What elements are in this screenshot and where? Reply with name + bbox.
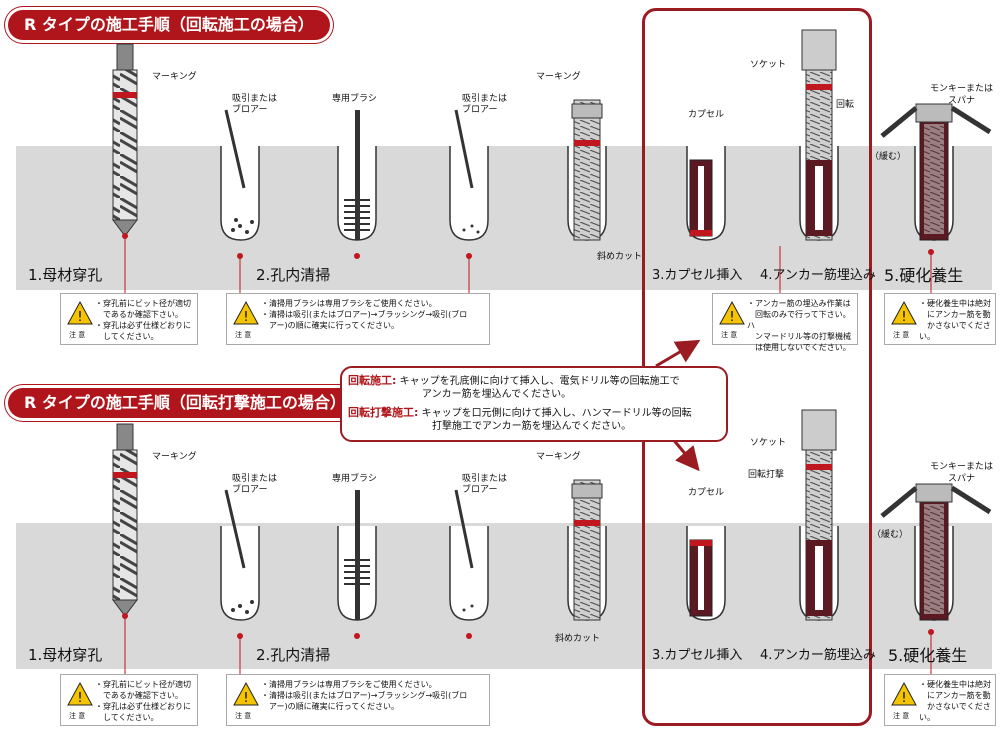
section-title-hammer: R タイプの施工手順（回転打撃施工の場合） — [8, 388, 362, 418]
label-spanner-b: スパナ — [948, 474, 976, 484]
warning-icon: ! — [891, 300, 917, 325]
label-blower-2: ブロアー — [462, 105, 498, 115]
label-suction-1: 吸引または — [232, 94, 278, 104]
step-5b: 5.硬化養生 — [888, 646, 968, 665]
step-4: 4.アンカー筋埋込み — [760, 268, 876, 283]
label-marking-2: マーキング — [536, 72, 581, 82]
svg-text:!: ! — [77, 691, 82, 706]
svg-text:!: ! — [243, 691, 248, 706]
svg-text:!: ! — [901, 691, 906, 706]
label-spanner: スパナ — [948, 96, 976, 106]
step-4b: 4.アンカー筋埋込み — [760, 648, 876, 663]
label-suction-2: 吸引または — [462, 94, 508, 104]
label-capsule: カプセル — [688, 110, 725, 120]
caution-note-3b: ! 注 意 ・硬化養生中は絶対 にアンカー筋を動 かさないでください。 — [884, 674, 996, 726]
warning-icon: ! — [891, 681, 917, 706]
warning-icon: ! — [233, 681, 259, 706]
warning-icon: ! — [719, 300, 745, 325]
drill-bit — [112, 43, 138, 237]
label-marking-1b: マーキング — [152, 452, 197, 462]
warning-icon: ! — [67, 300, 93, 325]
warning-icon: ! — [67, 681, 93, 706]
step-1b: 1.母材穿孔 — [28, 646, 103, 664]
step-5: 5.硬化養生 — [884, 266, 964, 285]
caution-note-2b: ! 注 意 ・清掃用ブラシは専用ブラシをご使用ください。・清掃は吸引(またはブロ… — [226, 674, 490, 726]
svg-text:!: ! — [901, 310, 906, 325]
label-socket: ソケット — [750, 60, 787, 70]
svg-text:!: ! — [729, 310, 734, 325]
row-hammer — [112, 409, 992, 676]
label-blower-2b: ブロアー — [462, 485, 498, 495]
label-blower-1b: ブロアー — [232, 485, 268, 495]
label-rotation: 回転 — [836, 100, 855, 110]
section-title-rotary: R タイプの施工手順（回転施工の場合） — [8, 10, 330, 40]
label-socket-b: ソケット — [750, 438, 787, 448]
caution-note-4: ! 注 意 ・硬化養生中は絶対 にアンカー筋を動 かさないでください。 — [884, 293, 996, 345]
label-brush-b: 専用ブラシ — [332, 474, 377, 484]
row-rotary — [112, 29, 992, 296]
step-2: 2.孔内清掃 — [256, 266, 331, 284]
label-bevel: 斜めカット — [597, 252, 643, 262]
step-2b: 2.孔内清掃 — [256, 646, 331, 664]
warning-icon: ! — [233, 300, 259, 325]
label-blower-1: ブロアー — [232, 105, 268, 115]
label-suction-1b: 吸引または — [232, 474, 278, 484]
step-3: 3.カプセル挿入 — [652, 268, 743, 283]
label-monkey-b: モンキーまたは — [930, 462, 994, 472]
caution-note-3: ! 注 意 ・アンカー筋の埋込み作業は 回転のみで行って下さい。ハ ンマードリル… — [712, 293, 858, 352]
label-marking-2b: マーキング — [536, 452, 581, 462]
caution-note-2: ! 注 意 ・清掃用ブラシは専用ブラシをご使用ください。・清掃は吸引(またはブロ… — [226, 293, 490, 345]
step-1: 1.母材穿孔 — [28, 266, 103, 284]
svg-text:!: ! — [243, 310, 248, 325]
svg-text:!: ! — [77, 310, 82, 325]
label-loosen: （緩む） — [870, 152, 907, 162]
label-marking-1: マーキング — [152, 72, 197, 82]
label-rotation-b: 回転打撃 — [748, 470, 785, 480]
label-monkey: モンキーまたは — [930, 84, 994, 94]
label-suction-2b: 吸引または — [462, 474, 508, 484]
label-bevel-b: 斜めカット — [555, 634, 601, 644]
step-3b: 3.カプセル挿入 — [652, 648, 743, 663]
label-capsule-b: カプセル — [688, 488, 725, 498]
caution-note-1: ! 注 意 ・穿孔前にビット径が適切 であるか確認下さい。・穿孔は必ず仕様どおり… — [60, 293, 198, 345]
label-brush: 専用ブラシ — [332, 94, 377, 104]
caution-note-1b: ! 注 意 ・穿孔前にビット径が適切 であるか確認下さい。・穿孔は必ず仕様どおり… — [60, 674, 198, 726]
label-loosen-b: （緩む） — [872, 530, 909, 540]
method-callout: 回転施工: キャップを孔底側に向けて挿入し、電気ドリル等の回転施工で アンカー筋… — [340, 366, 728, 442]
